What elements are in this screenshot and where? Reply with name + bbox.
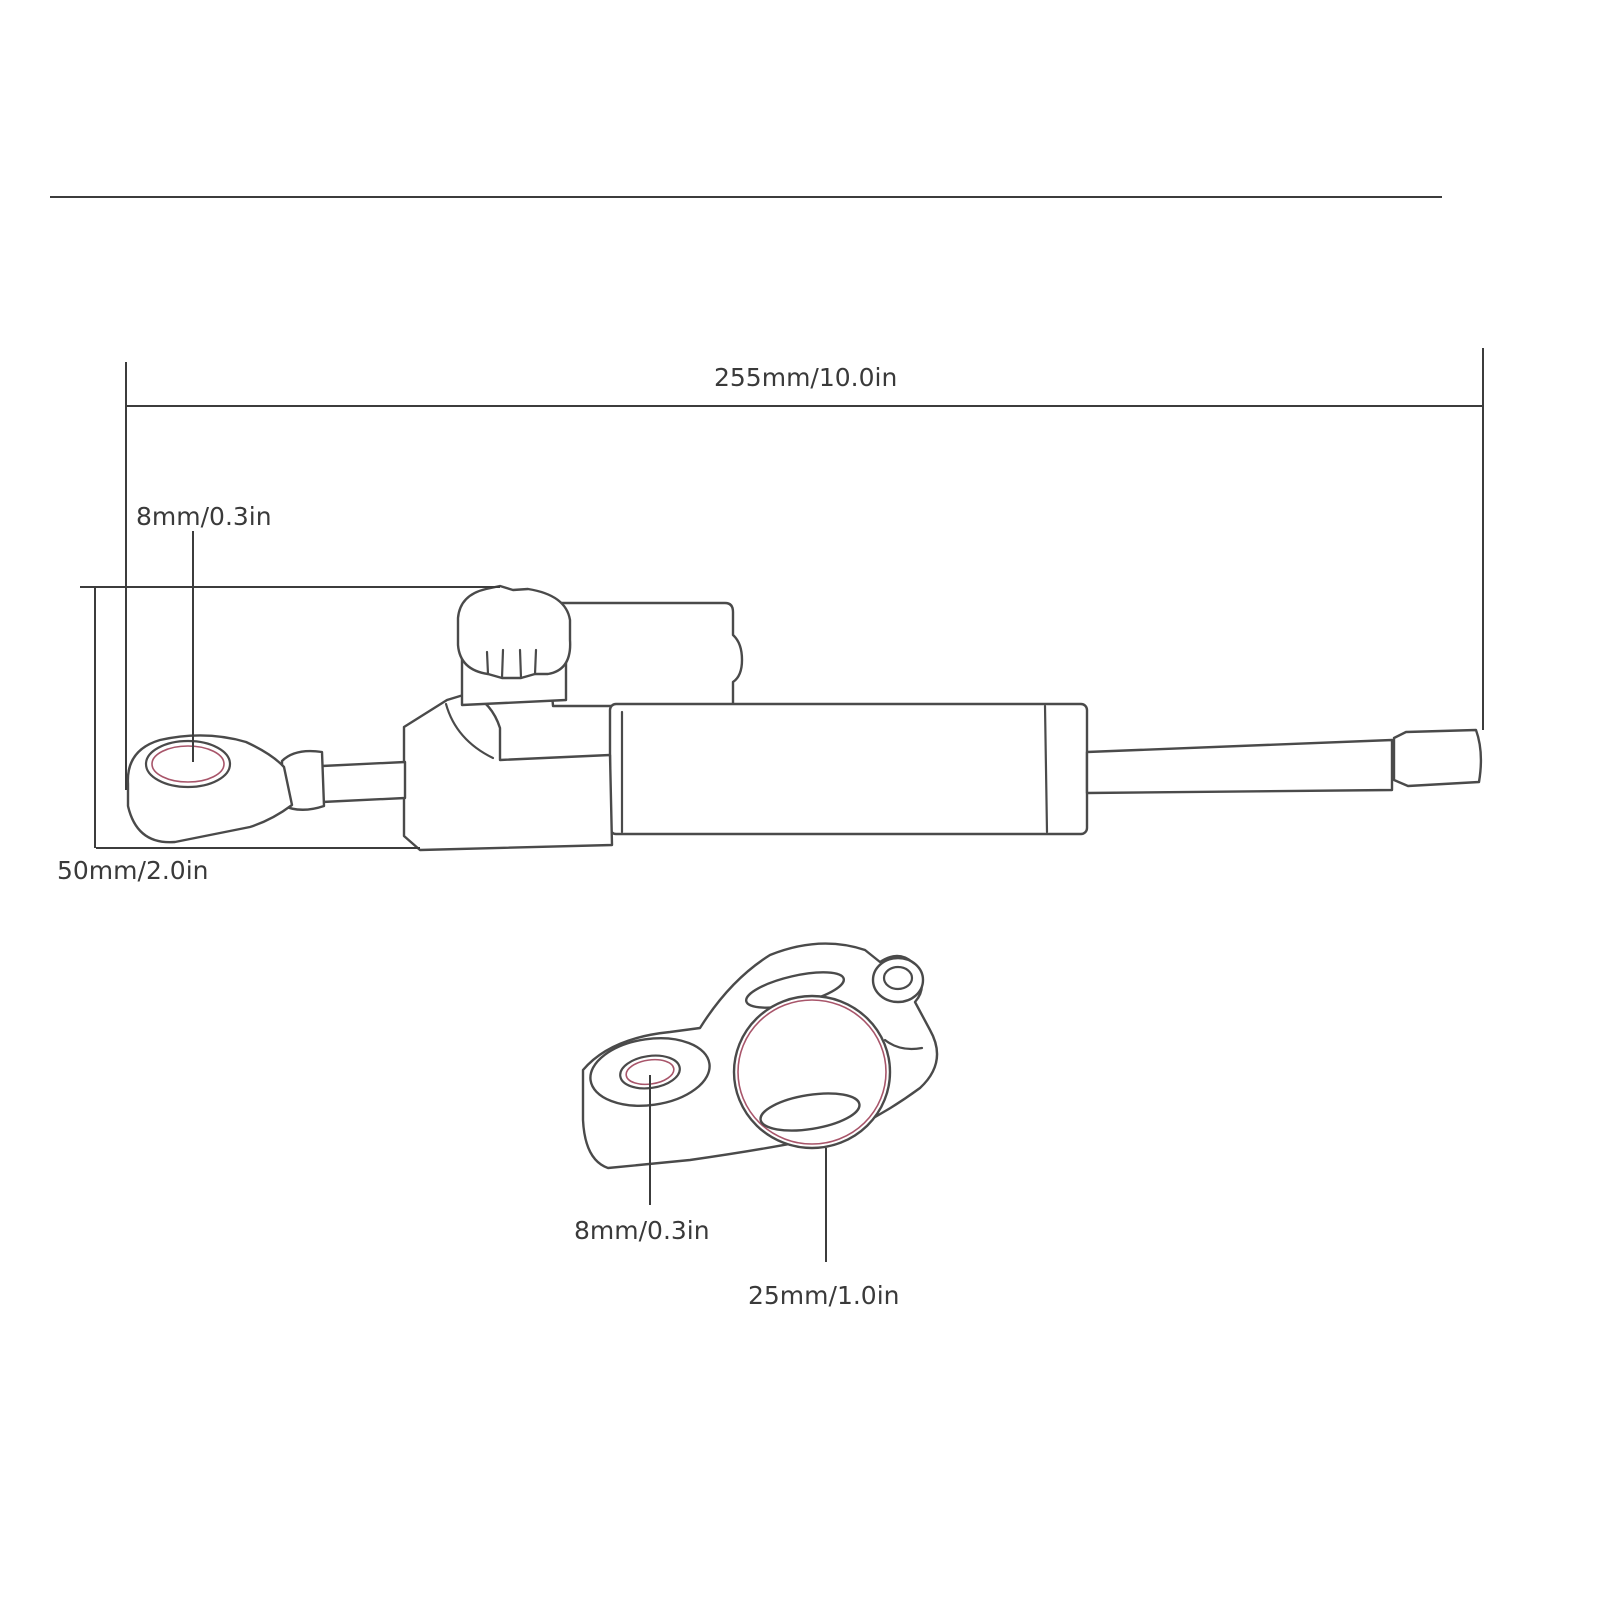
damper-reservoir [543, 601, 744, 708]
valve-body [402, 691, 614, 852]
eye-hole [144, 739, 232, 789]
mounting-clamp [581, 942, 939, 1170]
valve-body-notch [444, 702, 495, 760]
clamp-bolt-hole [619, 1054, 681, 1090]
cylinder-end-ring [1043, 704, 1049, 834]
clamp-bore-accent [737, 999, 887, 1145]
rod-end-eye [126, 734, 294, 844]
steering-damper [126, 584, 1483, 852]
clamp-bolt-hole-accent [625, 1058, 675, 1086]
knob-ridges [485, 648, 538, 680]
length-dimension-label: 255mm/10.0in [714, 363, 898, 392]
piston-rod [1085, 738, 1394, 795]
eye-hole-dimension-label: 8mm/0.3in [136, 502, 272, 531]
clamp-lower-slot [759, 1092, 861, 1132]
clamp-bolt-head-inner [882, 965, 914, 991]
height-dimension-label: 50mm/2.0in [57, 856, 209, 885]
clamp-bolt-boss [589, 1037, 711, 1107]
clamp-hole-dimension-label: 8mm/0.3in [574, 1216, 710, 1245]
damper-cylinder [608, 702, 1089, 836]
eye-hole-accent [151, 745, 225, 783]
dimension-lines [80, 348, 1484, 1262]
clamp-bore-dimension-label: 25mm/1.0in [748, 1281, 900, 1310]
clamp-split [883, 1038, 924, 1051]
clamp-bolt-head [871, 956, 925, 1004]
adjuster-knob [456, 584, 572, 680]
rod-end-cap [1392, 728, 1483, 788]
damper-shaft [320, 760, 407, 804]
